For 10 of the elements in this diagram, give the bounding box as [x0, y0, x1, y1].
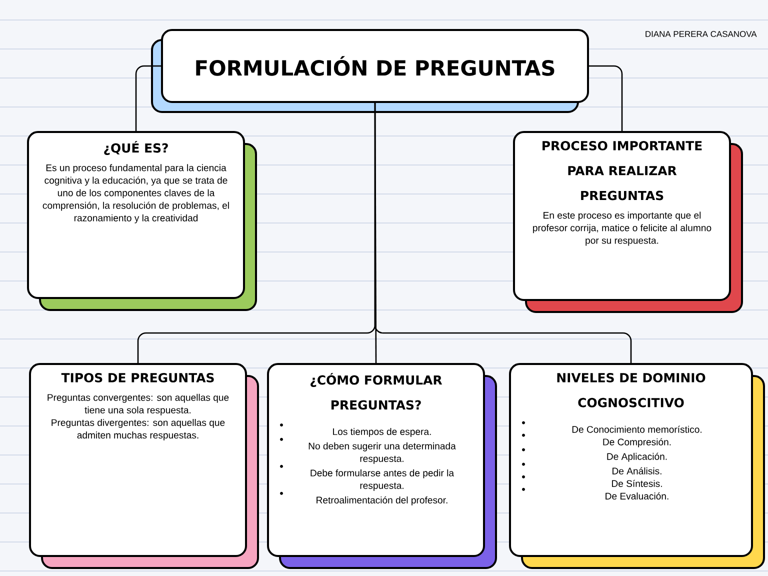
title-box: FORMULACIÓN DE PREGUNTAS — [151, 29, 589, 113]
connector-line — [589, 65, 623, 131]
connector-line — [374, 103, 632, 363]
connector-line — [135, 65, 161, 131]
author-name: DIANA PERERA CASANOVA — [646, 31, 757, 37]
card: PROCESO IMPORTANTE PARA REALIZAR PREGUNTAS En este proceso es importante que el profesor corrija, matice o felicite al alumno por su respuesta. — [513, 131, 743, 313]
card: ¿CÓMO FORMULAR PREGUNTAS? Los tiempos de espera. No deben sugerir una determinada respuesta. Debe formularse antes de pedir la respuesta. Retroalimentación del profesor. — [267, 363, 497, 569]
card: TIPOS DE PREGUNTAS Preguntas convergentes: son aquellas que tiene una sola respuesta. Preguntas divergentes: son aquellas que admiten muchas respuestas. — [29, 363, 259, 569]
card: NIVELES DE DOMINIO COGNOSCITIVO De Conocimiento memorístico. De Compresión. De Aplicación. De Análisis. De Síntesis. De Evaluación. — [509, 363, 765, 569]
card: ¿QUÉ ES? Es un proceso fundamental para la ciencia cognitiva y la educación, ya que se trata de uno de los componentes claves de la comprensión, la resolución de problemas, el razonamiento y la creatividad — [27, 131, 257, 311]
